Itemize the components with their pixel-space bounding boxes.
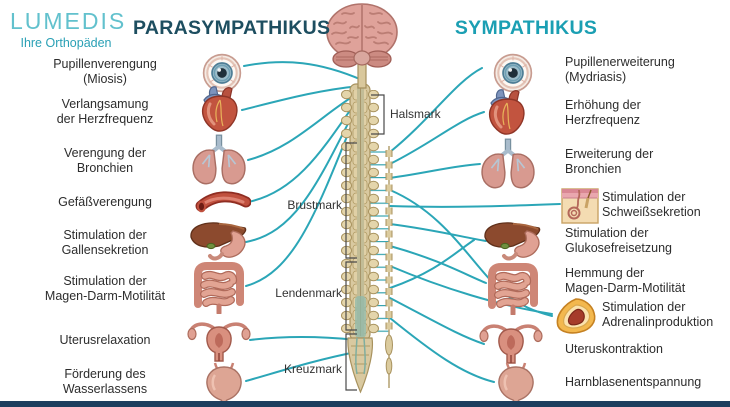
- adrenal-gland-icon: [556, 298, 596, 334]
- label-adrenalinproduktion: Stimulation der Adrenalinproduktion: [602, 300, 714, 329]
- label-gallensekretion: Stimulation der Gallensekretion: [61, 228, 149, 257]
- label-wasserlassen: Förderung des Wasserlassens: [62, 367, 148, 396]
- spine-label-halsmark: Halsmark: [390, 107, 441, 121]
- logo-wordmark: LUMEDIS: [10, 8, 127, 34]
- label-pupillenerweiterung: Pupillenerweiterung (Mydriasis): [565, 55, 675, 84]
- logo: LUMEDIS Ihre Orthopäden: [10, 8, 127, 50]
- bottom-bar: [0, 401, 730, 407]
- spine-label-brustmark: Brustmark: [287, 198, 342, 212]
- brain-icon: [326, 3, 398, 89]
- label-gefaessverengung: Gefäßverengung: [58, 195, 152, 209]
- label-magen-darm-stimulation: Stimulation der Magen-Darm-Motilität: [44, 274, 166, 303]
- heart-icon: [488, 88, 526, 136]
- uterus-icon: [187, 322, 251, 363]
- label-magen-darm-hemmung: Hemmung der Magen-Darm-Motilität: [565, 266, 686, 295]
- sympathetic-chain-icon: [385, 146, 393, 388]
- label-verlangsamung-herzfrequenz: Verlangsamung der Herzfrequenz: [56, 97, 154, 126]
- spine-label-lendenmark: Lendenmark: [275, 286, 342, 300]
- label-pupillenverengung: Pupillenverengung (Miosis): [53, 57, 157, 86]
- logo-tagline: Ihre Orthopäden: [20, 36, 112, 50]
- lungs-icon: [189, 133, 249, 187]
- lungs-icon: [478, 137, 538, 191]
- sympathikus-header: SYMPATHIKUS: [454, 17, 598, 39]
- intestines-icon: [484, 261, 542, 315]
- label-uteruskontraktion: Uteruskontraktion: [565, 342, 663, 356]
- parasympathikus-header: PARASYMPATHIKUS: [133, 17, 331, 39]
- bladder-icon: [205, 361, 243, 405]
- spine-section-brackets: [345, 94, 385, 391]
- label-erhoehung-herzfrequenz: Erhöhung der Herzfrequenz: [565, 98, 641, 127]
- skin-sweat-gland-icon: [561, 188, 599, 224]
- label-harnblasenentspannung: Harnblasenentspannung: [565, 375, 702, 389]
- bladder-icon: [497, 361, 535, 405]
- heart-icon: [201, 85, 239, 133]
- blood-vessel-icon: [195, 189, 251, 215]
- label-schweisssekretion: Stimulation der Schweißsekretion: [602, 190, 701, 219]
- spine-icon: [341, 83, 379, 394]
- label-uterusrelaxation: Uterusrelaxation: [59, 333, 151, 347]
- label-glukosefreisetzung: Stimulation der Glukosefreisetzung: [565, 226, 673, 255]
- label-verengung-bronchien: Verengung der Bronchien: [63, 146, 146, 175]
- spine-label-kreuzmark: Kreuzmark: [283, 362, 342, 376]
- label-erweiterung-bronchien: Erweiterung der Bronchien: [565, 147, 654, 176]
- liver-stomach-icon: [483, 220, 542, 261]
- intestines-icon: [190, 260, 248, 314]
